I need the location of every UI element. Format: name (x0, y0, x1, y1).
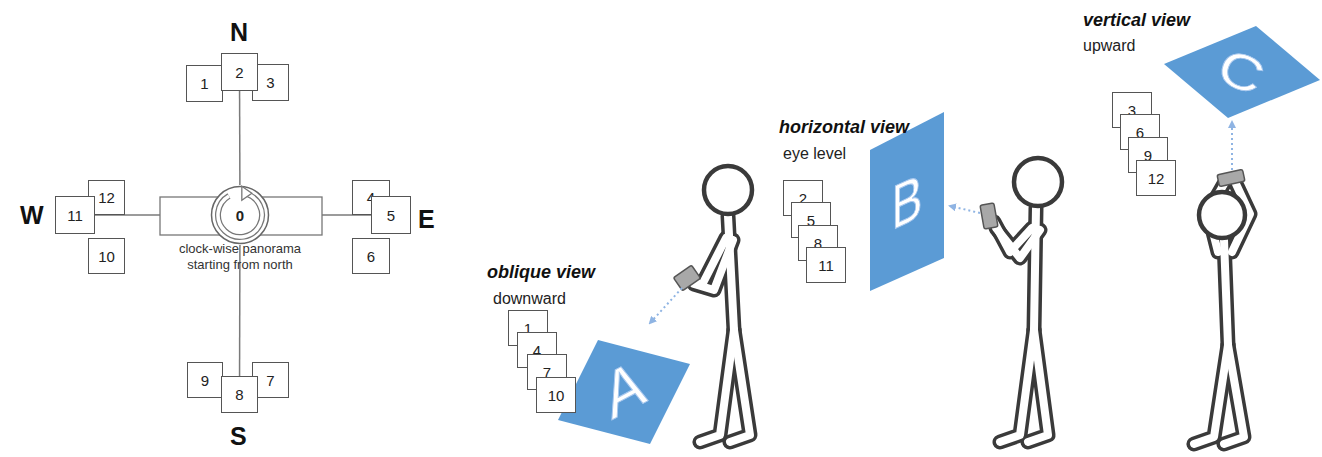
view-title: vertical view (1083, 10, 1190, 31)
image-box: 11 (55, 196, 95, 234)
figure-leg (1194, 345, 1228, 444)
figure-leg (1224, 345, 1244, 444)
figure-head (1014, 158, 1062, 206)
image-box: 10 (88, 238, 125, 274)
view-plane: B (868, 110, 946, 293)
image-box: 11 (806, 247, 846, 283)
view-direction (950, 206, 980, 213)
image-box: 6 (352, 238, 390, 274)
compass-label: W (20, 201, 44, 230)
figure-torso (1224, 240, 1228, 345)
figure-torso (1224, 240, 1228, 345)
stick-figure (1194, 122, 1250, 444)
figure-fill (994, 208, 1048, 442)
plane-fill (1164, 26, 1320, 118)
view-title: horizontal view (779, 117, 909, 138)
plane-fill (558, 340, 690, 444)
plane-letter: B (891, 163, 922, 239)
figure-leg (1194, 345, 1228, 444)
clockwise-arrow-head (242, 186, 252, 200)
figure-head (1199, 192, 1245, 238)
tablet (673, 265, 700, 291)
image-number: 2 (235, 64, 243, 81)
stick-figure (950, 158, 1062, 442)
figure-leg (700, 330, 734, 442)
figure-outline (692, 216, 750, 442)
image-number: 1 (200, 75, 208, 92)
figure-outline (994, 208, 1048, 442)
plane-fill (870, 112, 944, 291)
view-plane: A (556, 336, 692, 446)
image-box: 12 (1136, 160, 1176, 196)
figure-arm (694, 240, 733, 290)
image-box: 5 (371, 196, 411, 234)
image-number: 9 (201, 372, 209, 389)
image-box: 2 (221, 53, 258, 91)
figure-torso (728, 216, 734, 330)
image-number: 6 (367, 248, 375, 265)
compass-label: S (230, 422, 247, 451)
view-subtitle: downward (493, 290, 566, 308)
image-number: 12 (1148, 170, 1165, 187)
figure-fill (692, 216, 750, 442)
figure-leg (730, 330, 750, 442)
figure-leg (700, 330, 734, 442)
view-direction (1231, 122, 1233, 170)
view-direction (650, 288, 682, 323)
image-number: 11 (818, 257, 834, 274)
figure-head (704, 166, 752, 214)
image-number: 10 (548, 387, 565, 404)
image-box: 10 (536, 377, 576, 413)
image-number: 7 (266, 372, 274, 389)
center-number: 0 (236, 207, 244, 224)
tablet (1217, 169, 1245, 186)
compass-label: E (418, 205, 435, 234)
figure-leg (1224, 345, 1244, 444)
clockwise-arrow-inner (218, 193, 262, 237)
figure-leg (1000, 330, 1034, 442)
view-subtitle: eye level (783, 145, 846, 163)
panorama-note: clock-wise panorama starting from north (170, 241, 310, 273)
clockwise-arrow (218, 193, 262, 237)
image-box: 8 (221, 376, 258, 413)
image-box: 9 (187, 362, 223, 398)
image-number: 10 (98, 248, 115, 265)
image-number: 5 (387, 207, 395, 224)
figure-leg (1000, 330, 1034, 442)
figure-arm (996, 228, 1040, 258)
figure-fill (1194, 184, 1250, 444)
figure-leg (730, 330, 750, 442)
tablet (980, 203, 998, 229)
compass-label: N (230, 18, 248, 47)
connector-line (239, 91, 241, 185)
image-number: 12 (98, 189, 115, 206)
view-title: oblique view (487, 262, 595, 283)
circle-ring (212, 187, 269, 244)
figure-outline (1194, 184, 1250, 444)
figure-leg (1028, 330, 1048, 442)
image-box: 1 (186, 65, 223, 102)
panorama-center-circle: 0 (210, 185, 270, 245)
image-number: 11 (67, 207, 83, 224)
image-number: 3 (266, 74, 274, 91)
view-plane: C (1160, 24, 1322, 120)
view-subtitle: upward (1083, 37, 1135, 55)
image-number: 8 (235, 386, 243, 403)
